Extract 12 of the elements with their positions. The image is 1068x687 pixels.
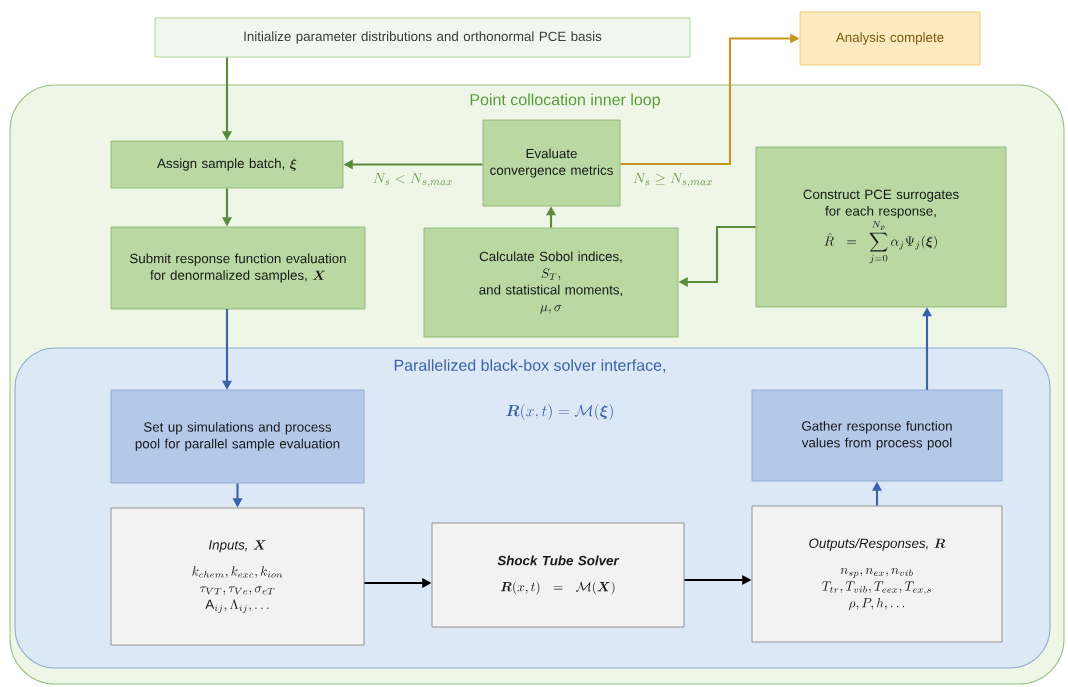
data-box: Inputs, $\boldsymbol{X}$ $k_{chem}, k_{exc}, k_{ion}$ $\tau_{VT}, \tau_{Ve}, \sigma_{eT}$ $\mathrm{A}_{ij}, \Lambda_{ij}, \ldots$ <box>110 507 365 646</box>
data-box: Outputs/Responses, $\boldsymbol{R}$ $n_{sp}, n_{ex}, n_{vib}$ $T_{tr}, T_{vib}, T_{eex}, T_{ex,s}$ $\rho, P, h, \ldots$ <box>751 505 1003 643</box>
data-box: Shock Tube Solver $\boldsymbol{R}(x,t) = \mathcal{M}(\boldsymbol{X})$ <box>431 522 685 628</box>
process-box: Submit response function evaluation for denormalized samples, $\boldsymbol{X}$ <box>110 226 366 310</box>
process-box: Assign sample batch, $\boldsymbol{\xi}$ <box>110 140 344 189</box>
process-box: Evaluate convergence metrics <box>482 119 621 207</box>
process-box: Calculate Sobol indices, $S_T,$ and statistical moments, $\mu, \sigma$ <box>423 227 679 338</box>
process-box: Gather response function values from process pool <box>751 389 1003 482</box>
process-box: Construct PCE surrogates for each response, $\hat{R} = \sum_{j=0}^{N_p} \alpha_j \Psi_j(\boldsymbol{\xi})$ <box>755 146 1007 308</box>
process-box: Initialize parameter distributions and orthonormal PCE basis <box>154 17 691 58</box>
terminal-box: Analysis complete <box>799 11 981 66</box>
process-box: Set up simulations and process pool for parallel sample evaluation <box>110 389 365 484</box>
